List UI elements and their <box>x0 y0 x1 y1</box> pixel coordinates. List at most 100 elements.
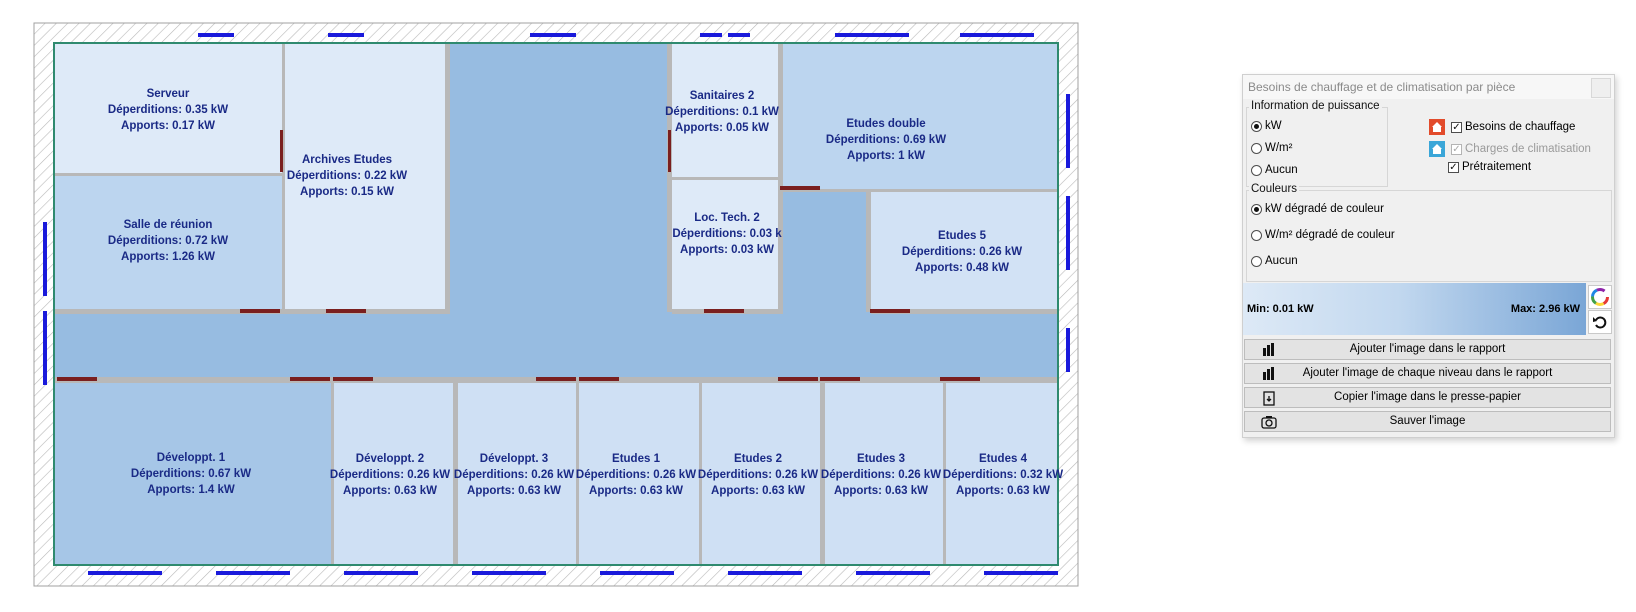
rooms-layer <box>55 44 1057 564</box>
color-wheel-icon <box>1591 288 1609 306</box>
gradient-max-label: Max: 2.96 kW <box>1510 303 1580 315</box>
room-loc-tech-2[interactable] <box>672 180 778 309</box>
label-developpt-1-name: Développt. 1 <box>157 452 226 464</box>
add-each-level-button[interactable]: Ajouter l'image de chaque niveau dans le… <box>1244 363 1611 384</box>
save-image-button[interactable]: Sauver l'image <box>1244 411 1611 432</box>
pretreatment-check[interactable]: ✓ Prétraitement <box>1448 161 1531 173</box>
color-option-wm2[interactable]: W/m² dégradé de couleur <box>1251 229 1395 241</box>
doors <box>57 130 980 381</box>
label-archives-app: Apports: 0.15 kW <box>300 186 394 198</box>
heating-label: Besoins de chauffage <box>1465 121 1576 133</box>
room-salle-de-reunion[interactable] <box>55 176 282 309</box>
color-option-wm2-label: W/m² dégradé de couleur <box>1265 229 1395 241</box>
label-archives-dep: Déperditions: 0.22 kW <box>287 170 407 182</box>
label-etudes-5-dep: Déperditions: 0.26 kW <box>902 246 1022 258</box>
label-sanitaires-app: Apports: 0.05 kW <box>675 122 769 134</box>
label-developpt-1-app: Apports: 1.4 kW <box>147 484 235 496</box>
power-option-kw-label: kW <box>1265 120 1282 132</box>
label-archives-name: Archives Etudes <box>302 154 392 166</box>
power-option-wm2-label: W/m² <box>1265 142 1293 154</box>
label-serveur-dep: Déperditions: 0.35 kW <box>108 104 228 116</box>
colors-legend: Couleurs <box>1249 183 1300 195</box>
power-option-kw[interactable]: kW <box>1251 120 1282 132</box>
label-sanitaires-dep: Déperditions: 0.1 kW <box>665 106 779 118</box>
room-etudes-2[interactable] <box>702 383 820 564</box>
clipboard-icon <box>1263 391 1275 406</box>
add-each-level-label: Ajouter l'image de chaque niveau dans le… <box>1302 367 1553 379</box>
color-option-kw[interactable]: kW dégradé de couleur <box>1251 203 1384 215</box>
windows <box>43 33 1070 575</box>
room-etudes-double[interactable] <box>783 44 1057 189</box>
label-etudes-4-dep: Déperditions: 0.32 kW <box>943 469 1063 481</box>
floor-plan: Serveur Déperditions: 0.35 kW Apports: 0… <box>33 22 1079 587</box>
room-etudes-1[interactable] <box>579 383 699 564</box>
room-developpt-1[interactable] <box>55 383 331 564</box>
power-option-wm2[interactable]: W/m² <box>1251 142 1292 154</box>
color-option-kw-label: kW dégradé de couleur <box>1265 203 1384 215</box>
radio-wm2[interactable] <box>1251 142 1262 154</box>
room-sanitaires-2[interactable] <box>672 44 778 177</box>
camera-icon <box>1261 416 1277 429</box>
power-option-none-label: Aucun <box>1265 164 1298 176</box>
add-image-report-button[interactable]: Ajouter l'image dans le rapport <box>1244 339 1611 360</box>
label-salle-reunion-dep: Déperditions: 0.72 kW <box>108 235 228 247</box>
label-etudes-3-dep: Déperditions: 0.26 kW <box>821 469 941 481</box>
room-developpt-2[interactable] <box>334 383 453 564</box>
add-image-report-label: Ajouter l'image dans le rapport <box>1349 343 1506 355</box>
room-etudes-5[interactable] <box>871 192 1057 309</box>
gradient-min-label: Min: 0.01 kW <box>1247 303 1314 315</box>
heating-checkbox[interactable]: ✓ <box>1451 121 1462 133</box>
radio-color-none[interactable] <box>1251 255 1262 267</box>
label-etudes-1-dep: Déperditions: 0.26 kW <box>576 469 696 481</box>
radio-kw[interactable] <box>1251 120 1262 132</box>
label-loc-tech-dep: Déperditions: 0.03 k <box>672 228 782 240</box>
color-option-none[interactable]: Aucun <box>1251 255 1298 267</box>
heating-house-icon <box>1429 119 1445 135</box>
label-developpt-2-name: Développt. 2 <box>356 453 424 465</box>
pretreatment-label: Prétraitement <box>1462 161 1532 173</box>
radio-none[interactable] <box>1251 164 1262 176</box>
label-developpt-3-name: Développt. 3 <box>480 453 548 465</box>
label-etudes-double-dep: Déperditions: 0.69 kW <box>826 134 946 146</box>
power-info-legend: Information de puissance <box>1249 100 1382 112</box>
panel-title: Besoins de chauffage et de climatisation… <box>1243 75 1614 99</box>
cooling-house-icon <box>1429 141 1445 157</box>
label-serveur-name: Serveur <box>147 88 190 100</box>
label-loc-tech-app: Apports: 0.03 kW <box>680 244 774 256</box>
cooling-loads-check[interactable]: ✓ Charges de climatisation <box>1429 141 1591 157</box>
power-option-none[interactable]: Aucun <box>1251 164 1298 176</box>
copy-clipboard-label: Copier l'image dans le presse-papier <box>1334 391 1521 403</box>
radio-color-kw[interactable] <box>1251 203 1262 215</box>
pretreatment-checkbox[interactable]: ✓ <box>1448 161 1459 173</box>
copy-clipboard-button[interactable]: Copier l'image dans le presse-papier <box>1244 387 1611 408</box>
label-developpt-2-dep: Déperditions: 0.26 kW <box>330 469 450 481</box>
label-etudes-5-name: Etudes 5 <box>938 230 987 242</box>
label-etudes-double-name: Etudes double <box>846 118 925 130</box>
label-etudes-double-app: Apports: 1 kW <box>847 150 925 162</box>
room-developpt-3[interactable] <box>458 383 576 564</box>
label-etudes-3-name: Etudes 3 <box>857 453 905 465</box>
label-developpt-2-app: Apports: 0.63 kW <box>343 485 437 497</box>
room-archives-etudes[interactable] <box>285 44 445 309</box>
room-etudes-3[interactable] <box>825 383 943 564</box>
label-etudes-2-dep: Déperditions: 0.26 kW <box>698 469 818 481</box>
radio-color-wm2[interactable] <box>1251 229 1262 241</box>
save-image-label: Sauver l'image <box>1389 415 1466 427</box>
label-sanitaires-name: Sanitaires 2 <box>690 90 755 102</box>
label-developpt-1-dep: Déperditions: 0.67 kW <box>131 468 251 480</box>
color-wheel-button[interactable] <box>1588 285 1612 309</box>
room-serveur[interactable] <box>55 44 282 173</box>
label-etudes-4-app: Apports: 0.63 kW <box>956 485 1050 497</box>
label-etudes-2-app: Apports: 0.63 kW <box>711 485 805 497</box>
chart-report-icon <box>1263 343 1274 356</box>
label-salle-reunion-app: Apports: 1.26 kW <box>121 251 215 263</box>
reset-button[interactable] <box>1588 310 1612 334</box>
cooling-checkbox[interactable]: ✓ <box>1451 143 1462 155</box>
room-etudes-4[interactable] <box>946 383 1057 564</box>
heating-needs-check[interactable]: ✓ Besoins de chauffage <box>1429 119 1575 135</box>
chart-levels-icon <box>1263 367 1274 380</box>
label-developpt-3-dep: Déperditions: 0.26 kW <box>454 469 574 481</box>
label-etudes-4-name: Etudes 4 <box>979 453 1028 465</box>
close-button[interactable] <box>1591 78 1611 98</box>
label-serveur-app: Apports: 0.17 kW <box>121 120 215 132</box>
